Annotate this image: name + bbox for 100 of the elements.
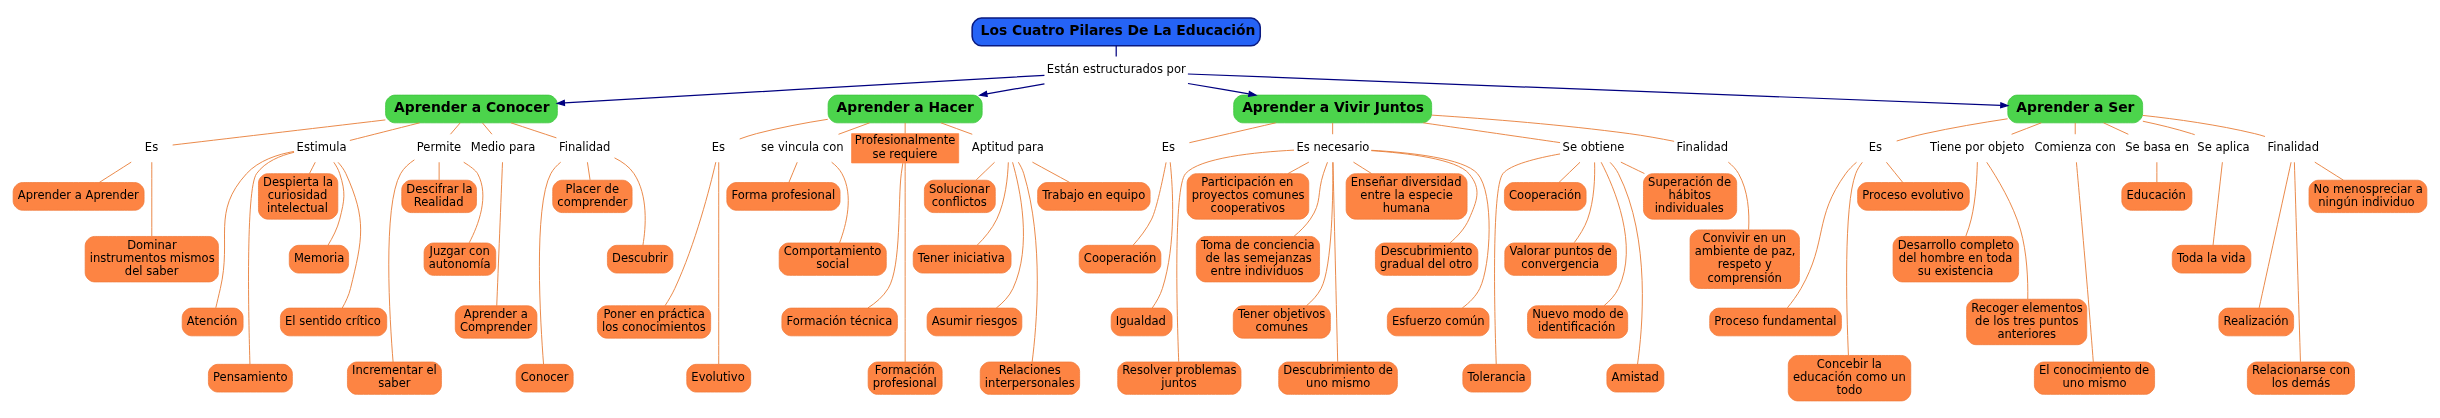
node-box: Memoria	[288, 244, 349, 273]
node-text: Estimula	[296, 139, 347, 154]
node-box: Relaciones interpersonales	[979, 361, 1080, 395]
connector	[1573, 161, 1596, 243]
connector	[975, 161, 996, 180]
arrow	[978, 82, 1046, 97]
node-box: Pensamiento	[208, 363, 293, 392]
connector	[1151, 161, 1174, 308]
node-box: Asumir riesgos	[926, 307, 1023, 336]
node-text: Finalidad	[2267, 139, 2319, 154]
node-box: Profesionalmente se requiere	[851, 132, 960, 163]
node-box: Aprender a Hacer	[827, 94, 983, 123]
node-box: Educación	[2121, 181, 2193, 211]
connector	[586, 161, 591, 180]
node-text: Permite	[416, 139, 462, 154]
node-box: Superación de hábitos individuales	[1643, 172, 1738, 219]
node-box: Descubrimiento de uno mismo	[1278, 361, 1398, 395]
connector	[1494, 152, 1561, 365]
node-box: Aprender a Aprender	[12, 181, 145, 211]
node-box: Enseñar diversidad entre la especie humana	[1345, 172, 1468, 219]
connector	[327, 161, 345, 246]
node-box: Forma profesional	[726, 181, 841, 211]
node-box: Conocer	[515, 363, 574, 392]
node-box: Formación técnica	[781, 307, 898, 336]
connector	[496, 161, 503, 306]
connector	[172, 118, 386, 145]
connector	[2142, 114, 2266, 137]
connector	[718, 161, 720, 365]
node-box: Nuevo modo de identificación	[1527, 304, 1629, 339]
node-box: Aprender a Vivir Juntos	[1233, 94, 1433, 123]
connector	[976, 161, 1009, 246]
connector	[463, 161, 484, 243]
node-box: Amistad	[1606, 363, 1665, 392]
node-box: Relacionarse con los demás	[2247, 361, 2355, 395]
connector	[2142, 120, 2196, 135]
node-box: Evolutivo	[686, 363, 752, 392]
connector	[1287, 161, 1310, 174]
connector	[510, 121, 557, 138]
node-box: Los Cuatro Pilares De La Educación	[971, 16, 1261, 47]
connector	[1188, 121, 1277, 143]
node-text: Es	[711, 139, 726, 154]
node-text: Medio para	[470, 139, 536, 154]
connector	[98, 161, 132, 183]
connector	[2293, 161, 2301, 362]
connector	[1017, 161, 1038, 362]
node-text: Es	[144, 139, 159, 154]
node-box: Atención	[181, 307, 244, 336]
node-box: No menospreciar a ningún individuo	[2308, 179, 2428, 213]
connector	[788, 161, 798, 183]
node-text: Finalidad	[558, 139, 611, 154]
connector	[388, 158, 415, 362]
node-box: Proceso evolutivo	[1857, 181, 1970, 211]
connector	[614, 156, 646, 246]
node-box: Poner en práctica los conocimientos	[597, 304, 712, 339]
node-box: Valorar puntos de convergencia	[1504, 242, 1617, 276]
connector	[2258, 161, 2292, 308]
connector	[1786, 161, 1857, 308]
connector	[904, 122, 906, 134]
connector	[1609, 161, 1643, 365]
connector	[2103, 121, 2129, 135]
connector	[1353, 161, 1372, 174]
connector	[450, 122, 461, 135]
connector	[482, 122, 493, 135]
node-box: Solucionar conflictos	[924, 179, 996, 213]
node-box: Incrementar el saber	[347, 361, 442, 395]
connector	[940, 121, 973, 135]
connector	[1132, 161, 1167, 246]
connector	[538, 161, 562, 365]
connector	[2212, 161, 2223, 246]
connector	[1332, 161, 1339, 362]
connector	[1176, 149, 1295, 362]
connector	[2314, 161, 2344, 181]
node-text: Comienza con	[2034, 139, 2116, 154]
node-text: Están estructurados por	[1046, 61, 1186, 76]
node-box: Recoger elementos de los tres puntos anteriores	[1966, 298, 2088, 345]
node-box: Tener objetivos comunes	[1232, 304, 1331, 339]
connector	[838, 121, 871, 135]
connector	[831, 161, 849, 243]
node-box: El conocimiento de uno mismo	[2034, 361, 2155, 395]
connector	[308, 161, 316, 174]
connector	[2156, 161, 2158, 183]
connector	[1965, 161, 1978, 237]
connector	[1370, 149, 1490, 308]
node-text: Aptitud para	[971, 139, 1044, 154]
node-text: Es necesario	[1296, 139, 1370, 154]
connector	[1986, 161, 2029, 299]
connector	[248, 151, 295, 365]
connector	[739, 118, 829, 139]
node-box: Aprender a Comprender	[454, 304, 538, 339]
connector	[438, 161, 440, 180]
node-text: Se aplica	[2197, 139, 2250, 154]
connector	[904, 162, 906, 362]
node-box: Concebir la educación como un todo	[1787, 354, 1912, 401]
arrow	[1187, 72, 2010, 109]
node-text: Se obtiene	[1562, 139, 1625, 154]
connector	[2074, 122, 2076, 135]
node-box: Cooperación	[1504, 181, 1587, 211]
connector	[1558, 161, 1581, 183]
connector	[2011, 121, 2042, 135]
node-box: Dominar instrumentos mismos del saber	[84, 235, 219, 282]
